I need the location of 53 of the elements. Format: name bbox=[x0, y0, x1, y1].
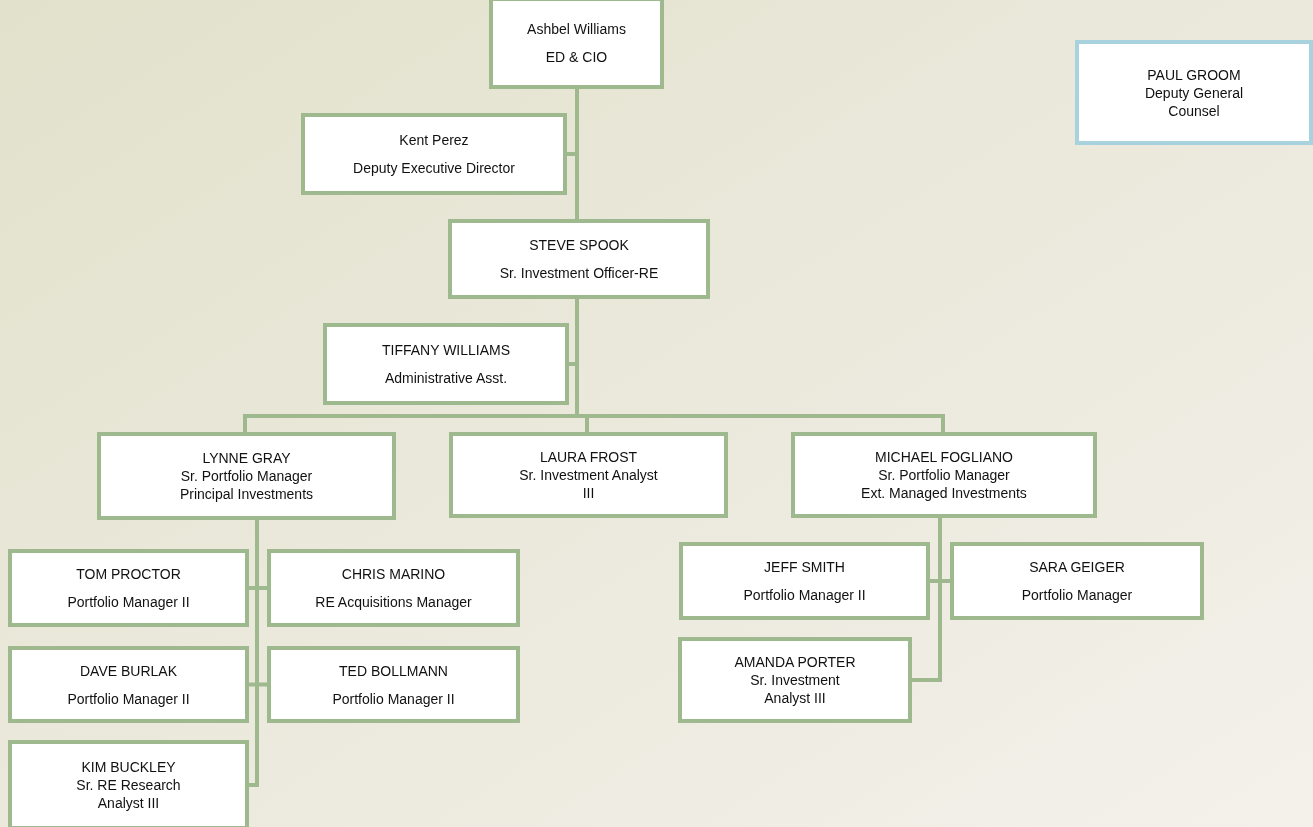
connector-line bbox=[575, 89, 579, 219]
job-title: Deputy General Counsel bbox=[1143, 83, 1245, 120]
job-title: Administrative Asst. bbox=[384, 369, 508, 387]
job-title: Principal Investments bbox=[179, 485, 314, 503]
job-title: Sr. RE Research Analyst III bbox=[75, 776, 182, 812]
org-box bbox=[97, 432, 396, 520]
org-box bbox=[448, 219, 710, 299]
org-box bbox=[323, 323, 569, 405]
job-title: Portfolio Manager II bbox=[332, 689, 455, 708]
job-title: Sr. Portfolio Manager bbox=[878, 466, 1010, 484]
org-box bbox=[8, 646, 249, 723]
org-box bbox=[678, 637, 912, 723]
org-box bbox=[489, 0, 664, 89]
org-box bbox=[449, 432, 728, 518]
person-name: TOM PROCTOR bbox=[76, 565, 181, 583]
org-box bbox=[791, 432, 1097, 518]
connector-line bbox=[575, 299, 945, 432]
person-name: Ashbel Williams bbox=[527, 20, 626, 38]
job-title: ED & CIO bbox=[545, 48, 608, 66]
person-name: PAUL GROOM bbox=[1147, 65, 1241, 84]
org-box bbox=[267, 646, 520, 723]
org-box bbox=[267, 549, 520, 627]
org-box bbox=[679, 542, 930, 620]
job-title: Ext. Managed Investments bbox=[861, 484, 1027, 502]
job-title: Portfolio Manager II bbox=[67, 689, 190, 708]
person-name: LAURA FROST bbox=[539, 448, 638, 466]
job-title: Portfolio Manager II bbox=[743, 586, 866, 604]
person-name: AMANDA PORTER bbox=[734, 653, 856, 671]
job-title: RE Acquisitions Manager bbox=[315, 593, 472, 611]
org-box bbox=[8, 740, 249, 827]
person-name: KIM BUCKLEY bbox=[81, 758, 176, 776]
person-name: JEFF SMITH bbox=[764, 558, 845, 576]
person-name: TIFFANY WILLIAMS bbox=[381, 341, 511, 359]
job-title: Portfolio Manager II bbox=[67, 593, 190, 611]
org-box bbox=[1075, 40, 1313, 145]
person-name: Kent Perez bbox=[399, 131, 469, 149]
person-name: DAVE BURLAK bbox=[80, 661, 177, 680]
person-name: LYNNE GRAY bbox=[202, 449, 291, 467]
job-title: Deputy Executive Director bbox=[353, 159, 515, 177]
person-name: TED BOLLMANN bbox=[339, 661, 448, 680]
person-name: SARA GEIGER bbox=[1029, 558, 1125, 576]
org-box bbox=[950, 542, 1204, 620]
person-name: STEVE SPOOK bbox=[529, 236, 629, 254]
job-title: Portfolio Manager bbox=[1021, 586, 1133, 604]
org-box bbox=[301, 113, 567, 195]
job-title: Sr. Investment Analyst III bbox=[749, 671, 841, 707]
person-name: CHRIS MARINO bbox=[341, 565, 446, 583]
job-title: Sr. Portfolio Manager bbox=[180, 467, 313, 485]
connector-line bbox=[912, 518, 942, 682]
org-box bbox=[8, 549, 249, 627]
job-title: Sr. Investment Analyst III bbox=[518, 466, 659, 502]
job-title: Sr. Investment Officer-RE bbox=[499, 264, 659, 282]
person-name: MICHAEL FOGLIANO bbox=[875, 448, 1013, 466]
